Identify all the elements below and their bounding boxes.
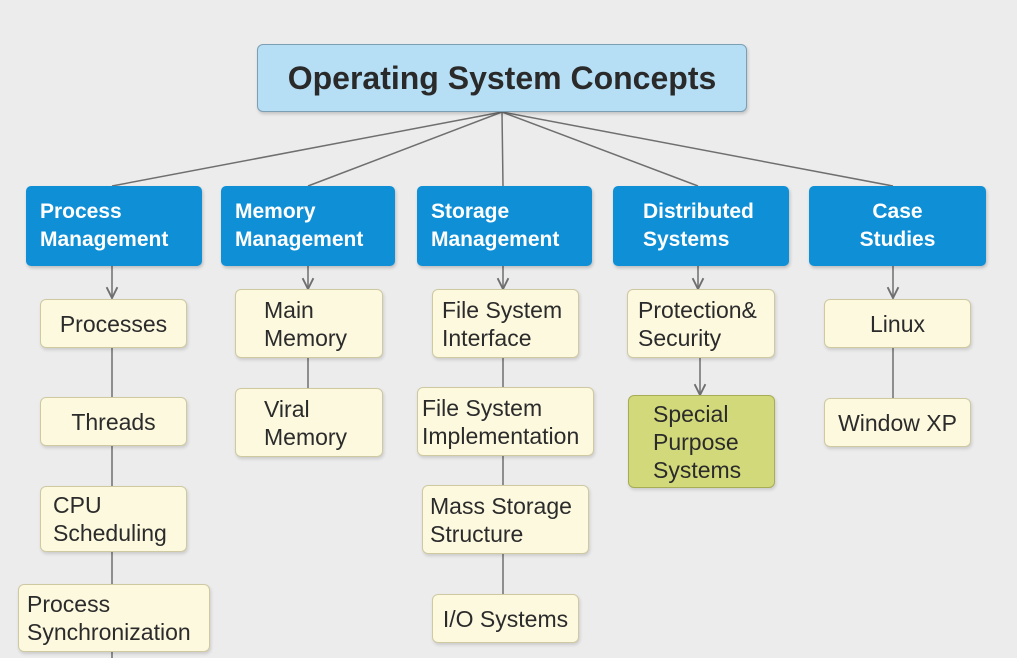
item-threads: Threads <box>40 397 187 446</box>
item-window-xp: Window XP <box>824 398 971 447</box>
category-distributed-systems: Distributed Systems <box>613 186 789 266</box>
item-special-purpose-systems: Special Purpose Systems <box>628 395 775 488</box>
root-to-distributed-line <box>501 111 699 187</box>
category-case-studies: Case Studies <box>809 186 986 266</box>
diagram-title: Operating System Concepts <box>257 44 747 112</box>
item-linux: Linux <box>824 299 971 348</box>
item-file-system-interface: File System Interface <box>432 289 579 358</box>
item-protection-security: Protection& Security <box>627 289 775 358</box>
root-to-case-studies-line <box>501 111 894 187</box>
item-io-systems: I/O Systems <box>432 594 579 643</box>
root-to-storage-line <box>501 111 504 187</box>
item-process-synchronization: Process Synchronization <box>18 584 210 652</box>
category-storage-management: Storage Management <box>417 186 592 266</box>
item-main-memory: Main Memory <box>235 289 383 358</box>
item-file-system-implementation: File System Implementation <box>417 387 594 456</box>
category-process-management: Process Management <box>26 186 202 266</box>
category-memory-management: Memory Management <box>221 186 395 266</box>
item-cpu-scheduling: CPU Scheduling <box>40 486 187 552</box>
item-mass-storage-structure: Mass Storage Structure <box>422 485 589 554</box>
item-viral-memory: Viral Memory <box>235 388 383 457</box>
item-processes: Processes <box>40 299 187 348</box>
root-to-memory-line <box>307 111 503 187</box>
root-to-process-line <box>111 111 503 187</box>
